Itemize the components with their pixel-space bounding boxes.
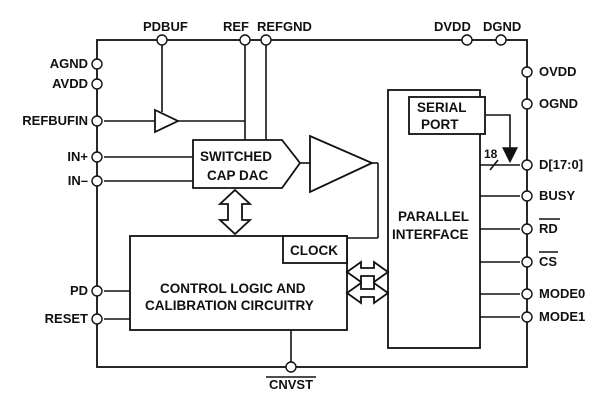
- pin-label-mode0: MODE0: [539, 286, 585, 301]
- clock-label: CLOCK: [290, 243, 338, 258]
- pin-label-busy: BUSY: [539, 188, 575, 203]
- pin-in-plus: [91, 151, 103, 163]
- pin-rd: [521, 223, 533, 235]
- pin-ovdd: [521, 66, 533, 78]
- pin-in-minus: [91, 175, 103, 187]
- pin-refgnd: [260, 34, 272, 46]
- pin-label-data-bus: D[17:0]: [539, 157, 583, 172]
- pin-ognd: [521, 98, 533, 110]
- pin-label-agnd: AGND: [50, 56, 88, 71]
- pin-reset: [91, 313, 103, 325]
- pin-mode0: [521, 288, 533, 300]
- pin-label-refgnd: REFGND: [257, 19, 312, 34]
- pin-refbufin: [91, 115, 103, 127]
- pin-pdbuf: [156, 34, 168, 46]
- pin-label-cnvst: CNVST: [269, 377, 313, 392]
- dac-label-line1: SWITCHED: [200, 149, 272, 164]
- clock-block: [282, 235, 348, 264]
- parallel-label-line2: INTERFACE: [392, 227, 469, 242]
- pin-label-mode1: MODE1: [539, 309, 585, 324]
- pin-label-avdd: AVDD: [52, 76, 88, 91]
- pin-label-in-plus: IN+: [67, 149, 88, 164]
- pin-label-dvdd: DVDD: [434, 19, 471, 34]
- control-interface-bus-arrow-lower: [345, 281, 390, 305]
- pin-dgnd: [495, 34, 507, 46]
- serial-label-line2: PORT: [421, 117, 459, 132]
- dac-control-bidirectional-arrow: [217, 188, 253, 236]
- pin-label-cs: CS: [539, 254, 557, 269]
- pin-avdd: [91, 78, 103, 90]
- reference-buffer: [154, 108, 181, 134]
- pin-dvdd: [461, 34, 473, 46]
- bus-width-label: 18: [484, 147, 498, 161]
- pin-mode1: [521, 311, 533, 323]
- pin-label-ognd: OGND: [539, 96, 578, 111]
- pin-cs: [521, 256, 533, 268]
- dac-label-line2: CAP DAC: [207, 168, 269, 183]
- pin-ref: [239, 34, 251, 46]
- control-interface-bus-arrow-upper: [345, 260, 390, 284]
- pin-label-refbufin: REFBUFIN: [22, 113, 88, 128]
- pin-busy: [521, 190, 533, 202]
- control-label-line2: CALIBRATION CIRCUITRY: [145, 298, 314, 313]
- comparator: [309, 134, 375, 194]
- pin-label-dgnd: DGND: [483, 19, 521, 34]
- control-label-line1: CONTROL LOGIC AND: [160, 281, 306, 296]
- pin-agnd: [91, 58, 103, 70]
- parallel-label-line1: PARALLEL: [398, 209, 469, 224]
- pin-cnvst: [285, 361, 297, 373]
- pin-data-bus: [521, 159, 533, 171]
- switched-cap-dac-block: [192, 139, 302, 189]
- pin-pd: [91, 285, 103, 297]
- pin-label-ref: REF: [223, 19, 249, 34]
- serial-port-block: [408, 96, 486, 135]
- pin-label-reset: RESET: [45, 311, 88, 326]
- pin-label-ovdd: OVDD: [539, 64, 577, 79]
- pin-label-in-minus: IN–: [68, 173, 88, 188]
- pin-label-pd: PD: [70, 283, 88, 298]
- pin-label-rd: RD: [539, 221, 558, 236]
- serial-label-line1: SERIAL: [417, 100, 467, 115]
- pin-label-pdbuf: PDBUF: [143, 19, 188, 34]
